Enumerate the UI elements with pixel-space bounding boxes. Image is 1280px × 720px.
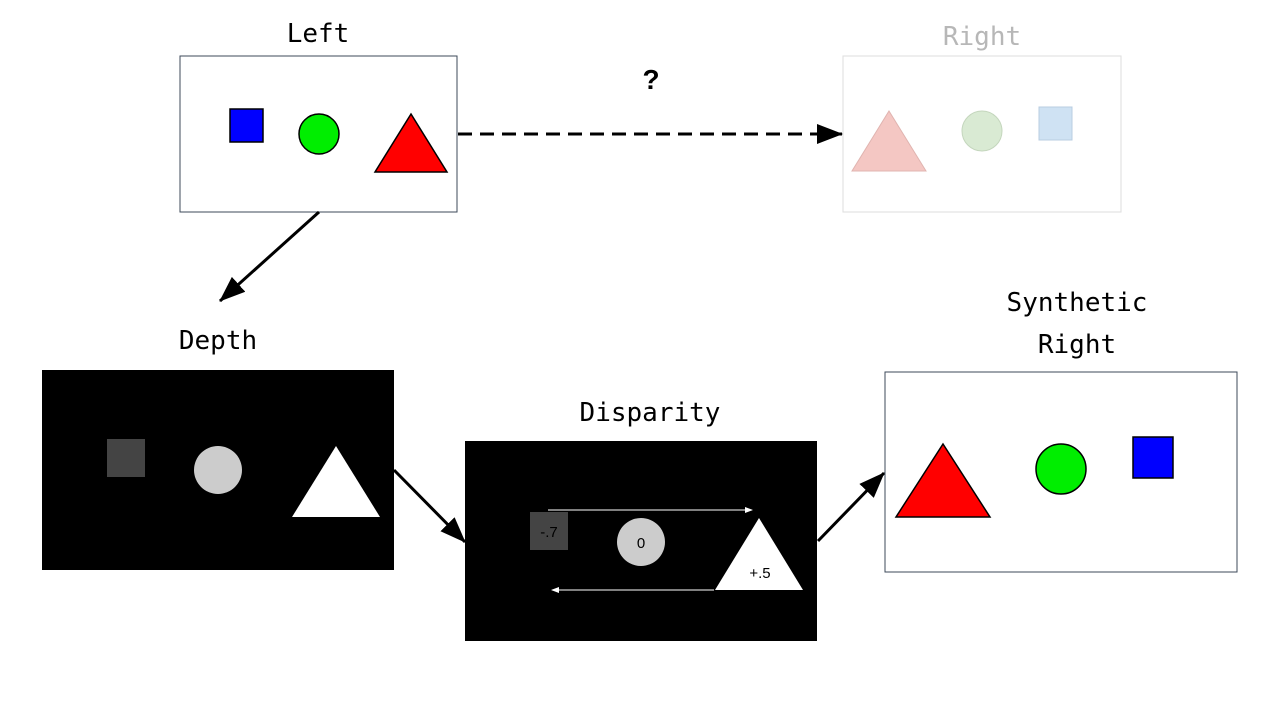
depth-title: Depth — [179, 326, 257, 356]
left-title: Left — [287, 19, 350, 49]
arrow-disparity-to-synthetic — [816, 471, 886, 543]
disparity-square — [530, 512, 568, 550]
arrow-depth-to-disparity — [392, 468, 467, 544]
disparity-square-value: -.7 — [540, 524, 558, 541]
depth-triangle — [292, 446, 380, 517]
right-title: Right — [943, 22, 1021, 52]
disparity-circle — [617, 518, 665, 566]
disparity-triangle — [715, 518, 803, 590]
synthetic-green-circle — [1035, 443, 1087, 495]
disparity-triangle-value: +.5 — [749, 565, 770, 582]
right-faded-triangle — [851, 110, 927, 172]
disparity-circle-value: 0 — [637, 535, 645, 552]
synthetic-title-line1: Synthetic — [1007, 288, 1148, 318]
synthetic-red-triangle — [894, 442, 992, 518]
right-faded-square — [1038, 106, 1073, 141]
question-mark: ? — [642, 64, 659, 95]
synthetic-title-line2: Right — [1038, 330, 1116, 360]
left-green-circle — [298, 113, 340, 155]
arrow-left-to-depth — [218, 210, 321, 303]
depth-circle — [194, 446, 242, 494]
left-blue-square — [229, 108, 264, 143]
right-faded-circle — [961, 110, 1003, 152]
left-red-triangle — [373, 112, 449, 173]
disparity-title: Disparity — [580, 398, 721, 428]
depth-square — [107, 439, 145, 477]
synthetic-blue-square — [1132, 436, 1174, 479]
